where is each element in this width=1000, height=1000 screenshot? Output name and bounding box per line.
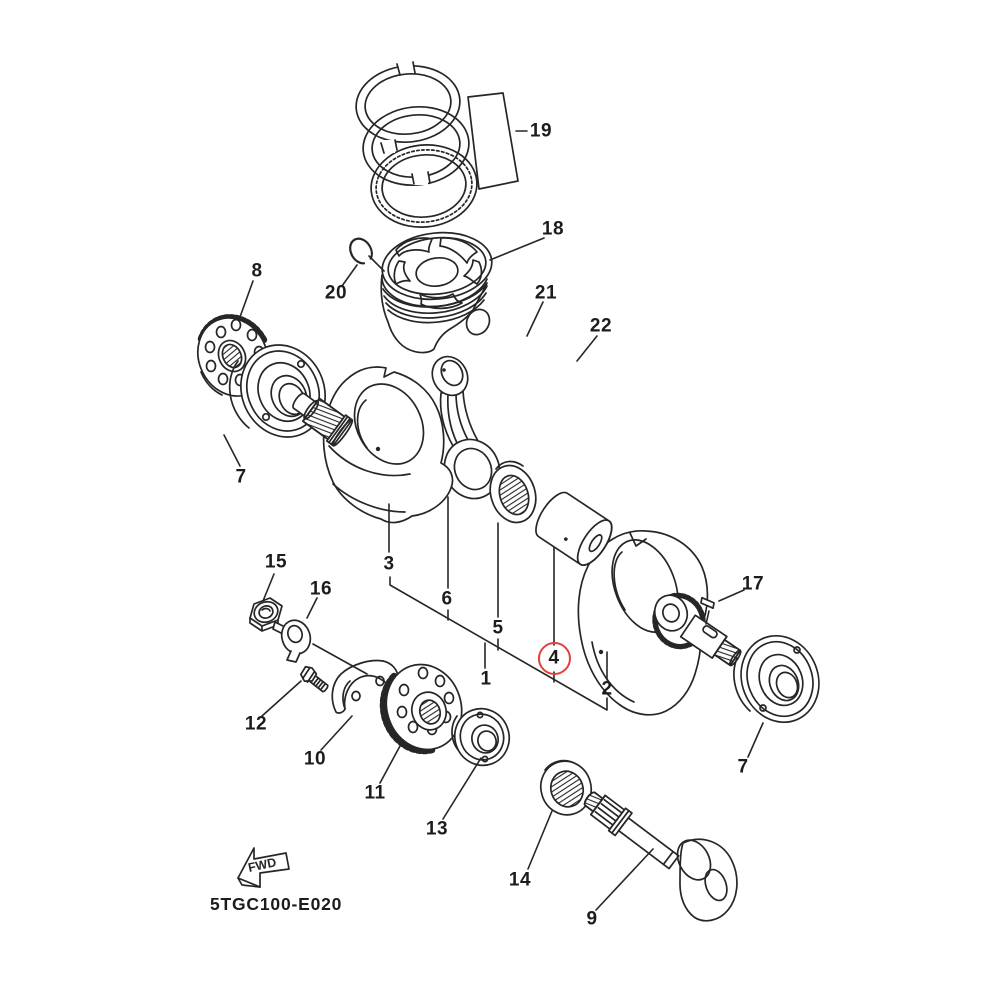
callout-19[interactable]: 19 [529, 120, 553, 142]
piston-illustration [380, 231, 493, 354]
ring-set-bracket [467, 92, 519, 190]
diagram-code: 5TGC100-E020 [210, 894, 343, 914]
callout-8[interactable]: 8 [251, 260, 263, 282]
callout-2[interactable]: 2 [601, 678, 613, 700]
nut-illustration [249, 597, 283, 632]
crank-web-left-illustration [322, 366, 454, 524]
callout-21[interactable]: 21 [534, 282, 558, 304]
callout-4[interactable]: 4 [548, 647, 560, 669]
crankshaft-stub-illustration [292, 392, 354, 447]
callout-14[interactable]: 14 [508, 869, 532, 891]
crank-pin-illustration [535, 491, 613, 566]
callout-13[interactable]: 13 [425, 818, 449, 840]
lock-washer-illustration [272, 619, 312, 663]
woodruff-key-illustration [700, 596, 715, 610]
callout-10[interactable]: 10 [303, 748, 327, 770]
fwd-arrow: FWD [237, 847, 290, 888]
callout-9[interactable]: 9 [586, 908, 598, 930]
callout-1[interactable]: 1 [480, 668, 492, 690]
callout-18[interactable]: 18 [541, 218, 565, 240]
big-end-bearing-illustration [489, 460, 537, 524]
callout-12[interactable]: 12 [244, 713, 268, 735]
callout-6[interactable]: 6 [441, 588, 453, 610]
balancer-gear-illustration [379, 663, 463, 755]
bolt-illustration [299, 665, 329, 693]
callout-17[interactable]: 17 [741, 573, 765, 595]
callout-20[interactable]: 20 [324, 282, 348, 304]
connecting-rod-illustration [431, 355, 501, 500]
balancer-bearing-illustration [451, 707, 511, 767]
callout-15[interactable]: 15 [264, 551, 288, 573]
crank-web-right-illustration [577, 530, 742, 716]
fwd-arrow-label: FWD [247, 855, 278, 875]
balancer-shaft-illustration [583, 791, 738, 922]
callout-3[interactable]: 3 [383, 553, 395, 575]
callout-11[interactable]: 11 [364, 782, 386, 804]
main-bearing-right-illustration [733, 634, 820, 724]
callout-16[interactable]: 16 [309, 578, 333, 600]
callout-7[interactable]: 7 [737, 756, 749, 778]
circlip-left-illustration [349, 237, 373, 265]
callout-22[interactable]: 22 [589, 315, 613, 337]
piston-rings-illustration [355, 60, 519, 229]
leader-lines [223, 130, 764, 911]
callout-7[interactable]: 7 [235, 466, 247, 488]
callout-5[interactable]: 5 [492, 617, 504, 639]
balancer-needle-bearing-illustration [539, 759, 593, 816]
